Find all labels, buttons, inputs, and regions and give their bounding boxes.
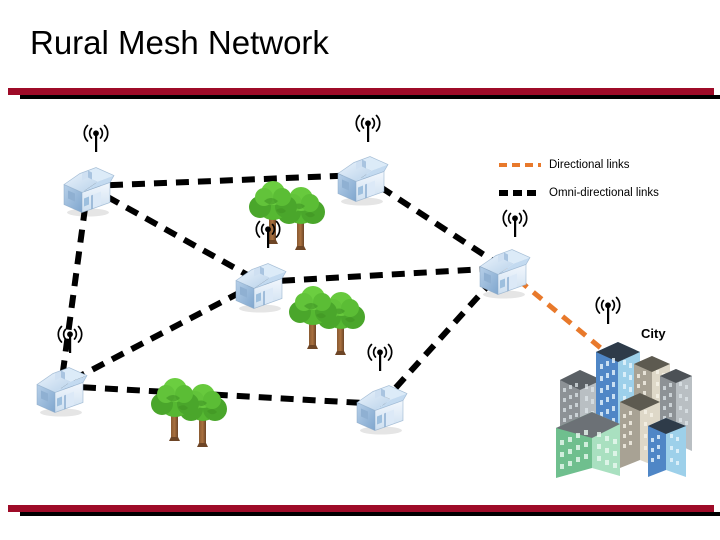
- network-link-omni-directional: [259, 265, 505, 285]
- antenna-icon: [363, 340, 397, 377]
- tree-icon: [151, 369, 233, 452]
- page-title: Rural Mesh Network: [30, 24, 329, 61]
- house-node-center: [230, 259, 290, 318]
- house-node-right: [474, 245, 534, 304]
- accent-bar-shadow: [20, 512, 720, 516]
- antenna-icon: [351, 111, 385, 148]
- accent-bar-red: [8, 88, 714, 95]
- legend-item-omni-directional: Omni-directional links: [498, 187, 659, 199]
- house-node-top-right: [332, 152, 392, 211]
- accent-bar-red: [8, 505, 714, 512]
- network-link-omni-directional: [87, 172, 363, 189]
- network-link-omni-directional: [58, 185, 91, 387]
- tree-icon: [289, 277, 371, 360]
- legend-item-directional: Directional links: [498, 159, 630, 171]
- top-accent-bar: [0, 88, 720, 99]
- house-node-top-left: [58, 163, 118, 222]
- city-label: City: [641, 326, 666, 341]
- accent-bar-shadow: [20, 95, 720, 99]
- antenna-icon: [251, 217, 285, 254]
- antenna-icon: [591, 293, 625, 330]
- bottom-accent-bar: [0, 505, 720, 516]
- network-link-omni-directional: [86, 183, 262, 285]
- tree-icon: [249, 172, 331, 255]
- antenna-icon: [79, 121, 113, 158]
- house-node-bottom-left: [31, 363, 91, 422]
- network-link-omni-directional: [378, 265, 507, 407]
- antenna-icon: [498, 206, 532, 243]
- legend-label-omni-directional: Omni-directional links: [549, 187, 659, 199]
- network-link-omni-directional: [59, 279, 262, 389]
- legend-label-directional: Directional links: [549, 159, 630, 171]
- dashed-line-icon: [499, 190, 541, 196]
- city-skyline-icon: [548, 320, 698, 480]
- network-link-omni-directional: [360, 172, 506, 271]
- dashed-line-icon: [499, 163, 541, 167]
- network-link-omni-directional: [60, 383, 382, 407]
- antenna-icon: [53, 322, 87, 359]
- house-node-bottom-center: [351, 381, 411, 440]
